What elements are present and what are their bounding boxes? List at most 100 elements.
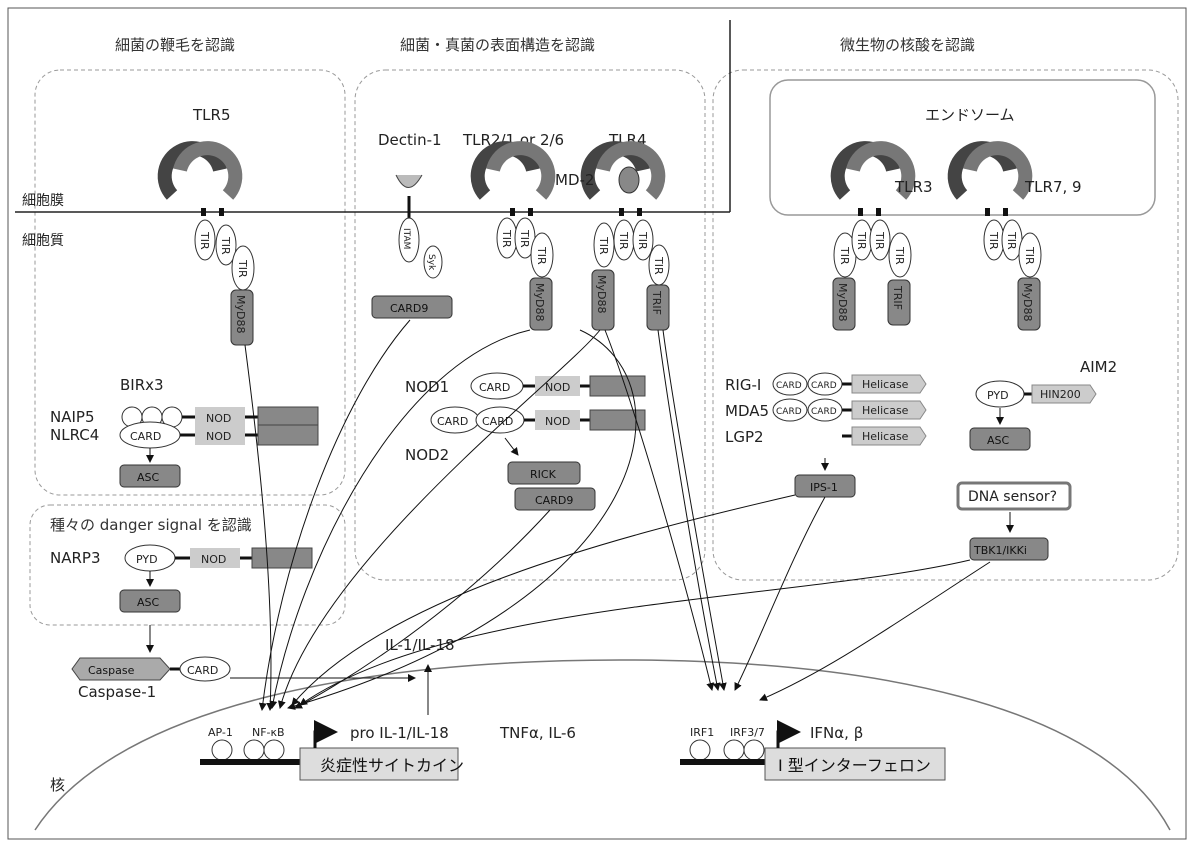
svg-text:TLR5: TLR5 [192, 106, 231, 124]
svg-text:ASC: ASC [137, 471, 160, 484]
svg-text:TIR: TIR [518, 229, 531, 248]
svg-text:MyD88: MyD88 [836, 283, 849, 321]
svg-text:NOD: NOD [545, 381, 570, 394]
svg-text:I 型インターフェロン: I 型インターフェロン [778, 756, 931, 775]
svg-text:RICK: RICK [530, 468, 557, 481]
svg-text:TIR: TIR [617, 231, 630, 250]
lrr-domain [258, 407, 318, 427]
svg-text:NF-κB: NF-κB [252, 726, 285, 739]
svg-text:NOD: NOD [545, 415, 570, 428]
svg-text:Caspase-1: Caspase-1 [78, 683, 156, 701]
svg-text:CARD: CARD [811, 381, 837, 391]
naip5-row: BIRx3 NAIP5 NOD [50, 376, 318, 427]
membrane-label: 細胞膜 [22, 193, 64, 209]
tlr4-receptor: TLR4 MD-2 TIR TIR TIR TIR MyD88 TRIF [555, 131, 669, 330]
nod1-row: NOD1 CARD NOD [405, 373, 645, 399]
svg-text:BIRx3: BIRx3 [120, 376, 164, 394]
aim2-group: AIM2 PYD HIN200 ASC DNA sensor? TBK1/IKK… [958, 358, 1117, 560]
endosome-label: エンドソーム [925, 106, 1015, 124]
svg-text:TLR7, 9: TLR7, 9 [1024, 178, 1082, 196]
svg-text:TIR: TIR [198, 231, 211, 250]
nod2-row: CARD CARD NOD NOD2 RICK CARD9 [405, 407, 645, 510]
svg-text:TIR: TIR [987, 231, 1000, 250]
svg-text:NOD: NOD [206, 430, 231, 443]
svg-text:TIR: TIR [1005, 231, 1018, 250]
svg-text:PYD: PYD [987, 389, 1009, 402]
svg-text:NOD1: NOD1 [405, 378, 449, 396]
rlr-group: RIG-I CARD CARD Helicase MDA5 CARD CARD … [725, 373, 926, 497]
header-surface: 細菌・真菌の表面構造を認識 [400, 36, 595, 54]
svg-text:ASC: ASC [987, 434, 1010, 447]
svg-text:IPS-1: IPS-1 [810, 481, 838, 494]
md2-coreceptor [619, 167, 639, 193]
svg-text:ITAM: ITAM [401, 228, 411, 249]
svg-text:LGP2: LGP2 [725, 428, 764, 446]
caspase1-complex: Caspase CARD Caspase-1 [72, 657, 415, 701]
svg-text:TNFα, IL-6: TNFα, IL-6 [499, 724, 576, 742]
svg-text:RIG-I: RIG-I [725, 376, 761, 394]
nucleus-envelope [35, 660, 1170, 830]
svg-text:CARD: CARD [479, 381, 510, 394]
svg-text:TIR: TIR [1023, 246, 1036, 265]
svg-text:CARD: CARD [776, 407, 802, 417]
svg-text:AP-1: AP-1 [208, 726, 233, 739]
svg-text:CARD: CARD [130, 430, 161, 443]
svg-text:NOD: NOD [201, 553, 226, 566]
svg-text:NAIP5: NAIP5 [50, 408, 95, 426]
md2-label: MD-2 [555, 171, 594, 189]
svg-text:TIR: TIR [855, 231, 868, 250]
cytoplasm-label: 細胞質 [22, 233, 64, 249]
nucleus-label: 核 [50, 776, 65, 794]
svg-text:MyD88: MyD88 [533, 283, 546, 321]
svg-text:AIM2: AIM2 [1080, 358, 1117, 376]
svg-text:NARP3: NARP3 [50, 549, 101, 567]
svg-text:HIN200: HIN200 [1040, 388, 1081, 401]
narp3-row: NARP3 PYD NOD ASC [50, 545, 312, 652]
svg-text:TIR: TIR [652, 256, 665, 275]
svg-text:炎症性サイトカイン: 炎症性サイトカイン [320, 756, 464, 775]
svg-text:Helicase: Helicase [862, 430, 909, 443]
ifn-gene: IRF1 IRF3/7 I 型インターフェロン IFNα, β [680, 724, 945, 780]
svg-text:Helicase: Helicase [862, 404, 909, 417]
svg-text:MyD88: MyD88 [595, 275, 608, 313]
svg-text:NOD: NOD [206, 412, 231, 425]
svg-text:TIR: TIR [873, 231, 886, 250]
svg-text:CARD: CARD [437, 415, 468, 428]
svg-text:IRF3/7: IRF3/7 [730, 726, 765, 739]
svg-text:NLRC4: NLRC4 [50, 426, 99, 444]
svg-text:MDA5: MDA5 [725, 402, 769, 420]
svg-text:IRF1: IRF1 [690, 726, 714, 739]
dectin1-receptor: Dectin-1 ITAM Syk CARD9 [372, 131, 452, 318]
svg-text:DNA sensor?: DNA sensor? [968, 489, 1057, 505]
svg-text:NOD2: NOD2 [405, 446, 449, 464]
svg-text:TIR: TIR [597, 236, 610, 255]
svg-text:IFNα, β: IFNα, β [810, 724, 863, 742]
svg-text:TIR: TIR [636, 231, 649, 250]
inflammatory-gene: AP-1 NF-κB 炎症性サイトカイン pro IL-1/IL-18 TNFα… [200, 724, 576, 780]
svg-text:TIR: TIR [893, 246, 906, 265]
header-danger: 種々の danger signal を認識 [50, 516, 252, 534]
header-flagellin: 細菌の鞭毛を認識 [115, 36, 235, 54]
tlr2-receptor: TLR2/1 or 2/6 TIR TIR TIR MyD88 [462, 131, 564, 330]
svg-text:Syk: Syk [426, 254, 436, 271]
header-nucleic: 微生物の核酸を認識 [840, 36, 975, 54]
svg-text:pro IL-1/IL-18: pro IL-1/IL-18 [350, 724, 449, 742]
svg-text:TIR: TIR [219, 236, 232, 255]
nlrc4-row: NLRC4 CARD NOD ASC [50, 422, 318, 487]
svg-text:TIR: TIR [535, 246, 548, 265]
svg-text:TBK1/IKKi: TBK1/IKKi [973, 544, 1027, 557]
svg-text:CARD: CARD [811, 407, 837, 417]
svg-text:TIR: TIR [500, 229, 513, 248]
svg-text:TRIF: TRIF [650, 290, 663, 315]
svg-text:TLR3: TLR3 [894, 178, 933, 196]
svg-text:Helicase: Helicase [862, 378, 909, 391]
svg-text:CARD: CARD [187, 664, 218, 677]
svg-text:PYD: PYD [136, 553, 158, 566]
svg-text:TRIF: TRIF [891, 285, 904, 310]
svg-text:ASC: ASC [137, 596, 160, 609]
svg-text:MyD88: MyD88 [234, 295, 247, 333]
nucleic-region [713, 70, 1178, 580]
svg-text:TIR: TIR [838, 246, 851, 265]
